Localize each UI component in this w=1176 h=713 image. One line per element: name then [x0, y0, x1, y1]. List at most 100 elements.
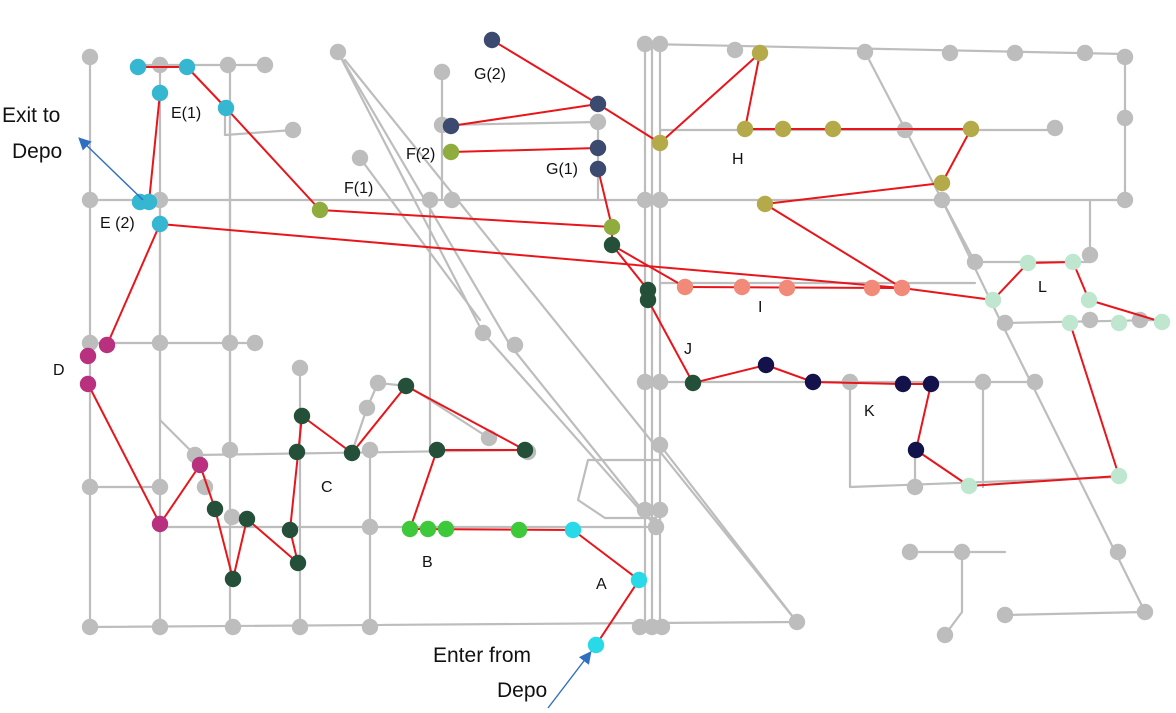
grey-node-39	[506, 336, 524, 354]
stop-l-1	[1019, 254, 1037, 272]
grey-node-64	[953, 543, 971, 561]
grey-node-66	[936, 626, 954, 644]
stop-a-0	[587, 636, 605, 654]
zone-label-f1: F(1)	[344, 180, 373, 197]
grey-node-52	[1026, 373, 1044, 391]
stop-j-0	[603, 236, 621, 254]
route-edge-46	[647, 299, 694, 384]
grey-node-74	[631, 618, 649, 636]
grey-node-16	[1076, 44, 1094, 62]
stop-i-4	[893, 279, 911, 297]
grey-node-76	[653, 618, 671, 636]
stop-nodes	[79, 31, 1171, 654]
stop-b-1	[437, 520, 455, 538]
route-edge-43	[812, 381, 904, 385]
grey-node-62	[647, 518, 665, 536]
grey-node-30	[966, 253, 984, 271]
zone-label-h: H	[732, 151, 744, 168]
grey-node-40	[291, 359, 309, 377]
route-edge-18	[764, 203, 903, 289]
stop-f-0	[311, 201, 329, 219]
grey-node-18	[1046, 119, 1064, 137]
stop-k-3	[922, 375, 940, 393]
grey-node-0	[81, 48, 99, 66]
zone-label-l: L	[1038, 279, 1047, 296]
grey-node-9	[589, 113, 607, 131]
grey-node-59	[361, 518, 379, 536]
road-segment-41	[943, 550, 964, 637]
grey-node-34	[81, 334, 99, 352]
route-edge-44	[765, 364, 814, 383]
stop-c-6	[281, 521, 299, 539]
route-edge-31	[611, 244, 686, 288]
grey-node-77	[788, 613, 806, 631]
stop-g-3	[589, 139, 607, 157]
road-segment-44	[658, 443, 799, 624]
grey-node-48	[636, 373, 654, 391]
route-edge-38	[1069, 322, 1120, 477]
stop-f-1	[442, 143, 460, 161]
route-edge-16	[106, 223, 161, 346]
route-edge-12	[214, 508, 234, 580]
grey-node-53	[81, 478, 99, 496]
stop-k-0	[757, 356, 775, 374]
grey-node-49	[651, 373, 669, 391]
road-segment-4	[223, 105, 295, 137]
grey-node-12	[726, 41, 744, 59]
grey-node-4	[284, 121, 302, 139]
stop-g-2	[483, 31, 501, 49]
stop-f-2	[603, 218, 621, 236]
grey-node-43	[480, 429, 498, 447]
grey-intersection-nodes	[81, 35, 1154, 644]
road-segment-28	[643, 42, 1127, 56]
stop-c-7	[289, 554, 307, 572]
route-edge-33	[901, 287, 994, 301]
route-edge-51	[148, 92, 161, 203]
stop-b-3	[401, 520, 419, 538]
route-edge-7	[301, 415, 353, 454]
road-segment-8	[158, 198, 197, 457]
grey-node-23	[421, 191, 439, 209]
stop-i-0	[676, 278, 694, 296]
stop-h-1	[751, 44, 769, 62]
stop-c-5	[288, 443, 306, 461]
grey-node-24	[443, 191, 461, 209]
zone-label-c: C	[321, 479, 333, 496]
zone-label-i: I	[758, 299, 762, 316]
stop-k-4	[907, 441, 925, 459]
stop-b-0	[510, 521, 528, 539]
grey-node-57	[906, 478, 924, 496]
stop-e-4	[178, 58, 196, 76]
grey-node-25	[636, 191, 654, 209]
grey-node-37	[246, 334, 264, 352]
stop-e-6	[217, 99, 235, 117]
road-segment-19	[358, 156, 482, 322]
zone-label-g2: G(2)	[474, 66, 506, 83]
stop-g-1	[442, 117, 460, 135]
grey-node-68	[1136, 603, 1154, 621]
stop-h-2	[736, 120, 754, 138]
grey-node-60	[636, 501, 654, 519]
zone-label-g1: G(1)	[546, 161, 578, 178]
grey-node-67	[996, 606, 1014, 624]
enter-label-line1: Enter from	[433, 644, 531, 667]
grey-node-29	[1081, 246, 1099, 264]
stop-l-5	[1110, 314, 1128, 332]
route-edge-30	[611, 244, 649, 291]
route-edge-2	[409, 528, 574, 531]
road-segment-15	[376, 381, 491, 440]
stop-l-0	[984, 291, 1002, 309]
grey-node-36	[221, 334, 239, 352]
enter-arrow	[547, 650, 592, 709]
route-edge-37	[1088, 299, 1163, 323]
stop-e-3	[151, 84, 169, 102]
grey-node-28	[1116, 191, 1134, 209]
grey-node-51	[974, 373, 992, 391]
stop-i-2	[778, 279, 796, 297]
stop-j-3	[684, 374, 702, 392]
stop-e-2	[131, 193, 149, 211]
stop-a-2	[564, 521, 582, 539]
stop-a-1	[630, 571, 648, 589]
route-edge-3	[409, 449, 438, 530]
grey-node-58	[223, 508, 241, 526]
